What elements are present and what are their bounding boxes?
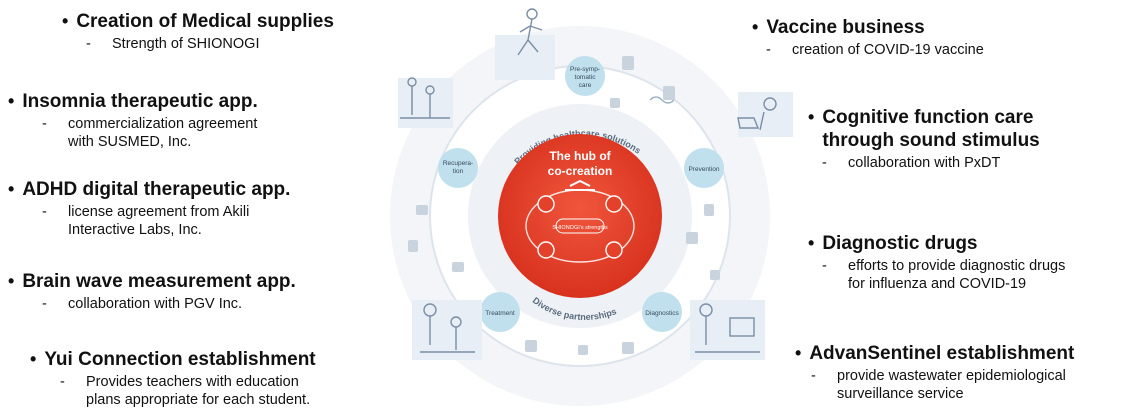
item-title: Diagnostic drugs: [822, 233, 978, 254]
item-yui-connection: •Yui Connection establishment -Provides …: [30, 349, 316, 408]
item-title: Insomnia therapeutic app.: [22, 91, 258, 112]
hub-cycle-ring: [525, 189, 635, 263]
item-description: efforts to provide diagnostic drugs for …: [848, 258, 1066, 292]
co-creation-diagram: Providing healthcare solutions Diverse p…: [390, 8, 793, 406]
hub-cycle-node: [605, 241, 623, 259]
bullet-icon: •: [30, 349, 37, 369]
doctor-child-illustration: [412, 300, 482, 360]
bullet-icon: •: [808, 107, 815, 127]
item-description: license agreement from Akili Interactive…: [68, 204, 250, 238]
item-description: collaboration with PxDT: [848, 155, 1001, 171]
item-description: provide wastewater epidemiological surve…: [837, 368, 1066, 402]
item-description: collaboration with PGV Inc.: [68, 296, 243, 312]
item-title: Creation of Medical supplies: [76, 11, 334, 32]
item-brainwave-app: •Brain wave measurement app. -collaborat…: [8, 271, 296, 312]
item-title: Brain wave measurement app.: [22, 271, 296, 292]
bullet-icon: •: [8, 271, 15, 291]
node-diagnostics: Diagnostics: [642, 292, 682, 332]
consultation-illustration: [690, 300, 765, 360]
bullet-icon: •: [752, 17, 759, 37]
small-health-icon: [408, 56, 720, 355]
svg-text:tomatic: tomatic: [575, 74, 597, 81]
hub-circle: [498, 134, 662, 298]
node-recuperation: Recupera- tion: [438, 148, 478, 188]
svg-text:Recupera-: Recupera-: [443, 160, 473, 167]
item-title: ADHD digital therapeutic app.: [22, 179, 291, 200]
svg-text:care: care: [579, 82, 592, 89]
item-title: Yui Connection establishment: [44, 349, 316, 370]
hub-cycle-node: [605, 195, 623, 213]
item-title: AdvanSentinel establishment: [809, 343, 1075, 364]
item-adhd-app: •ADHD digital therapeutic app. -license …: [8, 179, 291, 238]
item-medical-supplies: •Creation of Medical supplies -Strength …: [62, 11, 334, 52]
item-description: creation of COVID-19 vaccine: [792, 42, 984, 58]
hub-cycle-node: [537, 195, 555, 213]
item-description: Provides teachers with education plans a…: [86, 374, 311, 408]
item-title: Cognitive function care through sound st…: [822, 107, 1040, 151]
runner-illustration: [495, 8, 555, 80]
item-description: commercialization agreement with SUSMED,…: [68, 116, 258, 150]
hub-title-line2: co-creation: [548, 164, 613, 178]
item-vaccine-business: •Vaccine business -creation of COVID-19 …: [752, 17, 984, 58]
bullet-icon: •: [795, 343, 802, 363]
item-insomnia-app: •Insomnia therapeutic app. -commercializ…: [8, 91, 258, 150]
item-diagnostic-drugs: •Diagnostic drugs -efforts to provide di…: [808, 233, 1066, 292]
hub-cycle-node: [537, 241, 555, 259]
item-cognitive-care: • Cognitive function care through sound s…: [808, 107, 1040, 171]
svg-text:Pre-symp-: Pre-symp-: [570, 66, 600, 73]
bullet-icon: •: [8, 91, 15, 111]
item-title: Vaccine business: [766, 17, 925, 38]
svg-text:tion: tion: [453, 168, 464, 175]
svg-text:Treatment: Treatment: [485, 310, 515, 317]
laptop-person-illustration: [737, 92, 793, 137]
item-description: Strength of SHIONOGI: [112, 36, 260, 52]
hub-inner-label-box: [555, 218, 605, 234]
item-advansentinel: •AdvanSentinel establishment -provide wa…: [795, 343, 1075, 402]
hub-title-line1: The hub of: [549, 149, 611, 163]
hub-inner-label: SHIONOGI's strengths: [552, 225, 608, 231]
walking-aid-illustration: [398, 77, 453, 128]
svg-text:Prevention: Prevention: [688, 166, 719, 173]
node-prevention: Prevention: [684, 148, 724, 188]
bullet-icon: •: [808, 233, 815, 253]
dna-icon: [649, 96, 675, 104]
node-presymptomatic: Pre-symp- tomatic care: [565, 56, 605, 96]
node-treatment: Treatment: [480, 292, 520, 332]
bullet-icon: •: [62, 11, 69, 31]
bullet-icon: •: [8, 179, 15, 199]
chevron-up-icon: [569, 179, 591, 187]
svg-text:Diagnostics: Diagnostics: [645, 310, 679, 317]
